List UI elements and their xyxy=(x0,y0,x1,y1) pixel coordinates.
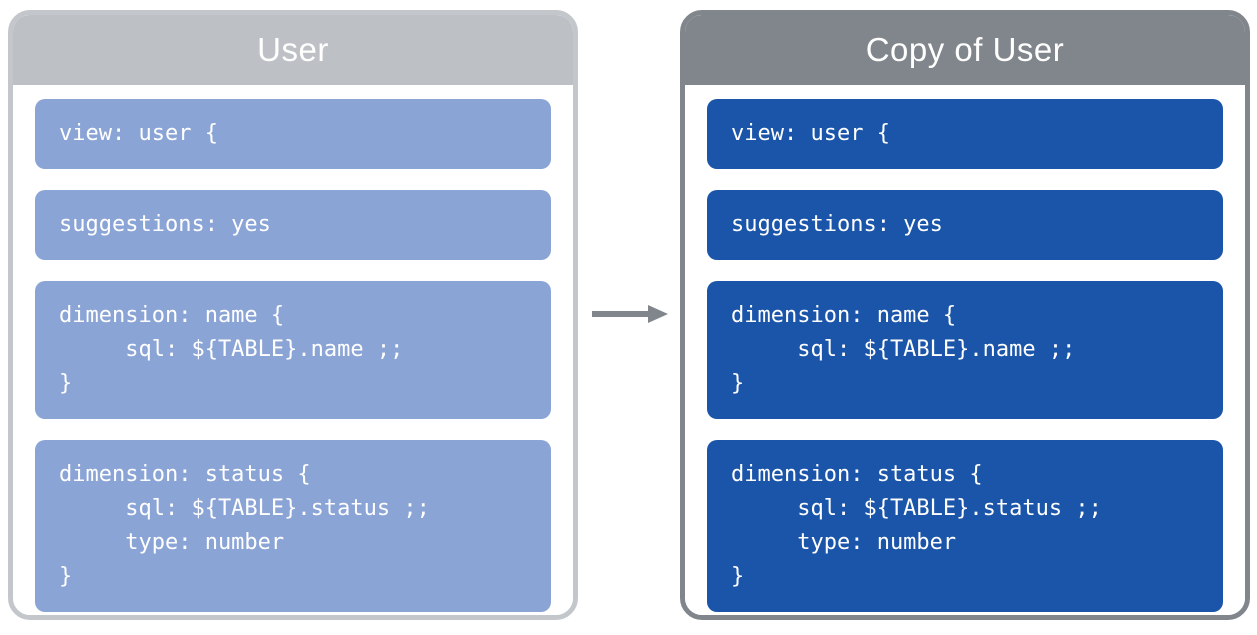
code-block-suggestions: suggestions: yes xyxy=(35,190,551,260)
code-block-dimension-status: dimension: status { sql: ${TABLE}.status… xyxy=(707,440,1223,612)
copy-panel-title: Copy of User xyxy=(865,31,1065,68)
code-block-view: view: user { xyxy=(35,99,551,169)
code-block-dimension-status: dimension: status { sql: ${TABLE}.status… xyxy=(35,440,551,612)
copy-view-panel: Copy of User view: user { suggestions: y… xyxy=(680,10,1250,620)
code-block-dimension-name: dimension: name { sql: ${TABLE}.name ;; … xyxy=(707,281,1223,419)
source-panel-header: User xyxy=(13,15,573,85)
source-panel-title: User xyxy=(257,31,329,68)
code-block-suggestions: suggestions: yes xyxy=(707,190,1223,260)
code-block-view: view: user { xyxy=(707,99,1223,169)
source-panel-body: view: user { suggestions: yes dimension:… xyxy=(13,85,573,615)
source-view-panel: User view: user { suggestions: yes dimen… xyxy=(8,10,578,620)
arrow-right-icon xyxy=(592,304,668,324)
copy-panel-header: Copy of User xyxy=(685,15,1245,85)
code-block-dimension-name: dimension: name { sql: ${TABLE}.name ;; … xyxy=(35,281,551,419)
copy-panel-body: view: user { suggestions: yes dimension:… xyxy=(685,85,1245,615)
